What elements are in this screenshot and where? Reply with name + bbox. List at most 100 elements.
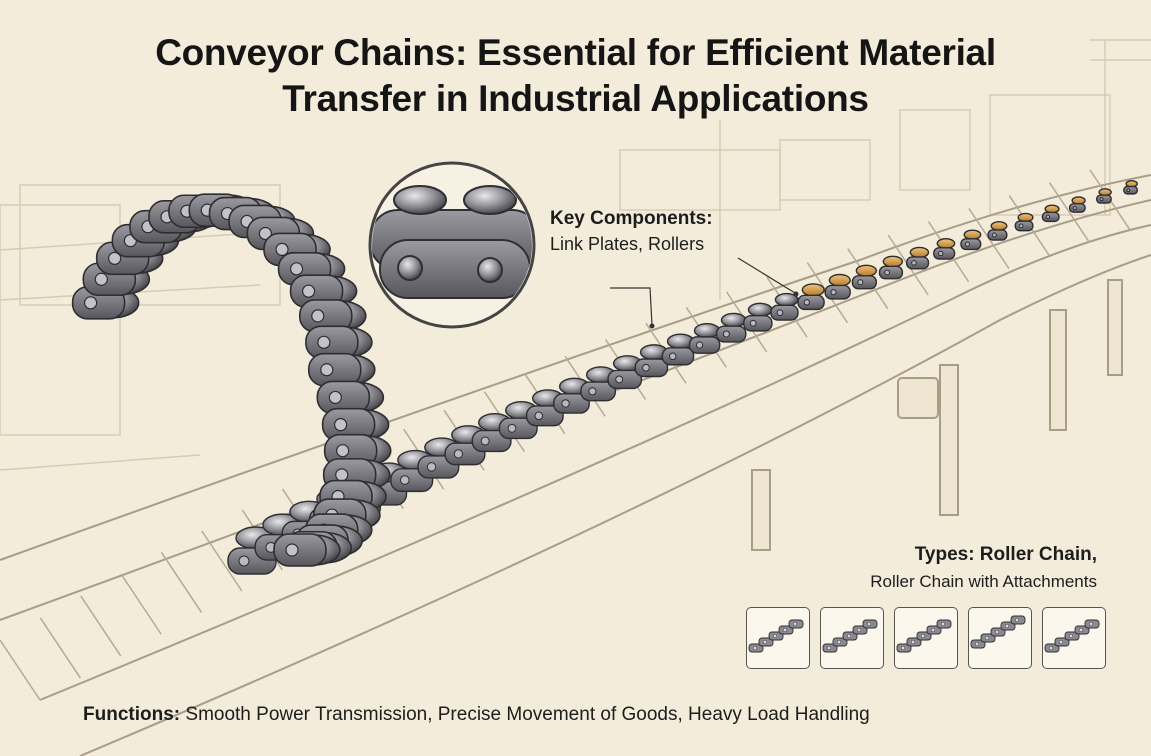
chain-link-plate bbox=[1068, 203, 1086, 213]
chain-pin bbox=[289, 262, 304, 276]
conveyor-rung bbox=[0, 639, 41, 701]
chain-pin bbox=[335, 468, 349, 482]
title-line-2: Transfer in Industrial Applications bbox=[282, 78, 869, 119]
chain-roller bbox=[801, 283, 825, 297]
conveyor-rung bbox=[160, 552, 203, 613]
chain-pin bbox=[964, 241, 971, 247]
title-line-1: Conveyor Chains: Essential for Efficient… bbox=[155, 32, 996, 73]
chain-thumbnail bbox=[968, 607, 1032, 669]
chain-pin bbox=[615, 375, 624, 384]
chain-pin bbox=[317, 335, 331, 349]
types-text: Roller Chain with Attachments bbox=[870, 572, 1097, 591]
chain-pin bbox=[588, 387, 597, 396]
key-components-text: Link Plates, Rollers bbox=[550, 234, 705, 254]
chain-pin bbox=[328, 390, 342, 405]
chain-pin bbox=[1126, 188, 1131, 193]
chain-pin bbox=[722, 330, 730, 338]
roller-chain-icon bbox=[822, 619, 878, 653]
chain-pin bbox=[776, 309, 784, 317]
chain-link-plate bbox=[905, 256, 930, 270]
chain-pin bbox=[94, 272, 108, 286]
chain-roller bbox=[882, 255, 904, 268]
chain-roller bbox=[747, 302, 773, 317]
chain-pin bbox=[84, 296, 98, 310]
chain-pin bbox=[911, 260, 917, 266]
chain-type-thumbnails bbox=[746, 607, 1106, 669]
chain-roller bbox=[720, 312, 747, 328]
types-callout: Types: Roller Chain, Roller Chain with A… bbox=[870, 544, 1097, 592]
chain-pin bbox=[320, 363, 334, 377]
chain-pin bbox=[1072, 205, 1077, 211]
chain-pin bbox=[884, 269, 891, 276]
chain-link-plate bbox=[1123, 185, 1138, 195]
conveyor-rung bbox=[39, 617, 81, 679]
chain-link-plate bbox=[553, 393, 590, 414]
chain-pin bbox=[480, 436, 490, 446]
chain-roller bbox=[990, 221, 1008, 231]
chain-thumbnail bbox=[820, 607, 884, 669]
key-components-leader-line bbox=[610, 287, 653, 326]
chain-pin bbox=[285, 543, 299, 557]
chain-link-plate bbox=[525, 405, 564, 427]
roller-chain-icon bbox=[970, 615, 1026, 649]
chain-roller bbox=[855, 264, 877, 277]
chain-link-plate bbox=[607, 369, 643, 390]
chain-pin bbox=[991, 232, 997, 238]
chain-link-plate bbox=[878, 265, 904, 280]
chain-pin bbox=[642, 363, 650, 372]
chain-thumbnail bbox=[894, 607, 958, 669]
chain-roller bbox=[1071, 196, 1086, 205]
chain-pin bbox=[749, 319, 757, 327]
functions-text: Smooth Power Transmission, Precise Movem… bbox=[185, 704, 870, 725]
chain-link-plate bbox=[743, 314, 773, 332]
chain-link-plate bbox=[797, 294, 825, 311]
conveyor-rung bbox=[120, 573, 162, 635]
chain-link-plate bbox=[987, 229, 1008, 241]
chain-pin bbox=[507, 423, 517, 433]
chain-link-plate bbox=[1041, 211, 1060, 223]
chain-pin bbox=[561, 399, 570, 408]
chain-roller bbox=[963, 229, 982, 240]
conveyor-rung bbox=[201, 530, 243, 592]
key-components-callout: Key Components: Link Plates, Rollers bbox=[550, 208, 713, 255]
chain-pin bbox=[1099, 197, 1104, 202]
chain-pin bbox=[258, 226, 272, 241]
chain-link-plate bbox=[498, 417, 538, 440]
roller-chain-icon bbox=[748, 619, 804, 653]
chain-pin bbox=[1018, 223, 1024, 229]
chain-pin bbox=[238, 555, 250, 567]
chain-pin bbox=[301, 284, 316, 298]
roller-chain-loop bbox=[71, 193, 392, 567]
chain-pin bbox=[311, 309, 325, 323]
functions-label: Functions: bbox=[83, 704, 181, 725]
chain-pin bbox=[399, 475, 410, 485]
chain-pin bbox=[108, 251, 122, 265]
chain-pin bbox=[336, 444, 350, 458]
chain-roller bbox=[909, 246, 930, 259]
chain-link-plate bbox=[580, 381, 616, 402]
chain-roller bbox=[1044, 204, 1060, 214]
chain-link-plate bbox=[688, 336, 721, 354]
chain-thumbnail bbox=[1042, 607, 1106, 669]
chain-link-plate bbox=[661, 347, 695, 366]
chain-pin bbox=[830, 289, 837, 296]
chain-pin bbox=[857, 279, 864, 286]
chain-pin bbox=[426, 462, 437, 472]
chain-pin bbox=[534, 411, 544, 421]
chain-link-plate bbox=[1095, 194, 1112, 204]
chain-thumbnail bbox=[746, 607, 810, 669]
chain-link-plate bbox=[770, 304, 799, 321]
chain-roller bbox=[936, 238, 956, 249]
key-components-heading: Key Components: bbox=[550, 208, 713, 229]
chain-pin bbox=[334, 418, 348, 432]
types-heading: Types: Roller Chain, bbox=[914, 544, 1097, 565]
chain-pin bbox=[695, 341, 704, 349]
conveyor-rung bbox=[80, 595, 122, 657]
chain-link-plate bbox=[851, 275, 877, 290]
chain-link-plate bbox=[471, 429, 512, 453]
factory-background bbox=[0, 39, 1151, 471]
roller-chain-icon bbox=[896, 619, 952, 653]
conveyor-legs bbox=[751, 279, 1123, 551]
chain-roller bbox=[693, 322, 721, 339]
